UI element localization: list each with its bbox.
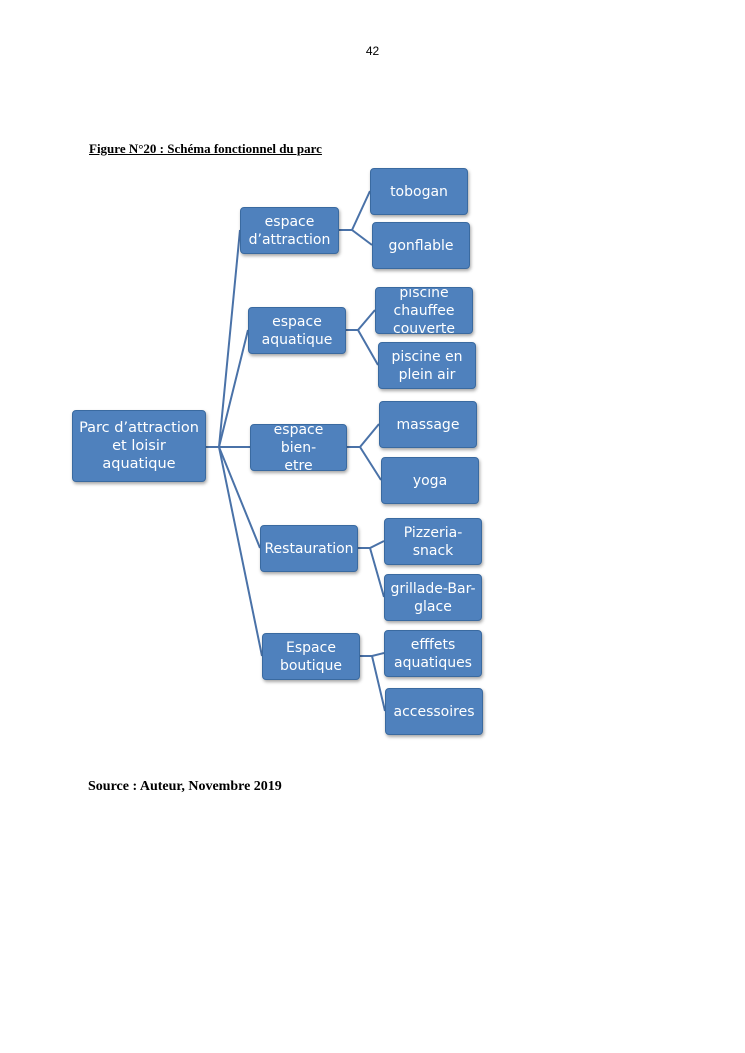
connector-branch-3-leaf-0 xyxy=(358,540,385,549)
connector-branch-0-leaf-0 xyxy=(339,190,371,231)
connector-branch-3-leaf-1 xyxy=(358,547,385,598)
page-number: 42 xyxy=(365,44,380,58)
figure-caption: Figure N°20 : Schéma fonctionnel du parc xyxy=(89,141,322,156)
leaf-node-grillade-bar-glace: grillade-Bar- glace xyxy=(384,574,482,621)
connector-branch-1-leaf-1 xyxy=(346,329,379,366)
branch-node-espace-aquatique: espace aquatique xyxy=(248,307,346,354)
leaf-node-massage: massage xyxy=(379,401,477,448)
source-note: Source : Auteur, Novembre 2019 xyxy=(88,779,282,794)
connector-root-branch-1 xyxy=(206,329,249,448)
branch-node-restauration: Restauration xyxy=(260,525,358,572)
leaf-node-piscine-chauffee-couverte: piscine chauffee couverte xyxy=(375,287,473,334)
connector-branch-4-leaf-1 xyxy=(360,655,386,712)
root-node: Parc d’attraction et loisir aquatique xyxy=(72,410,206,482)
connector-branch-2-leaf-1 xyxy=(347,446,382,481)
connector-branch-0-leaf-1 xyxy=(339,229,373,246)
connector-branch-2-leaf-0 xyxy=(347,423,380,448)
leaf-node-accessoires: accessoires xyxy=(385,688,483,735)
connector-branch-1-leaf-0 xyxy=(346,309,376,331)
branch-node-espace-attraction: espace d’attraction xyxy=(240,207,339,254)
leaf-node-gonflable: gonflable xyxy=(372,222,470,269)
branch-node-espace-bien-etre: espace bien- etre xyxy=(250,424,347,471)
leaf-node-piscine-plein-air: piscine en plein air xyxy=(378,342,476,389)
connector-root-branch-0 xyxy=(206,229,241,448)
leaf-node-effets-aquatiques: efffets aquatiques xyxy=(384,630,482,677)
connector-root-branch-4 xyxy=(206,446,263,657)
leaf-node-pizzeria-snack: Pizzeria- snack xyxy=(384,518,482,565)
leaf-node-tobogan: tobogan xyxy=(370,168,468,215)
leaf-node-yoga: yoga xyxy=(381,457,479,504)
branch-node-espace-boutique: Espace boutique xyxy=(262,633,360,680)
